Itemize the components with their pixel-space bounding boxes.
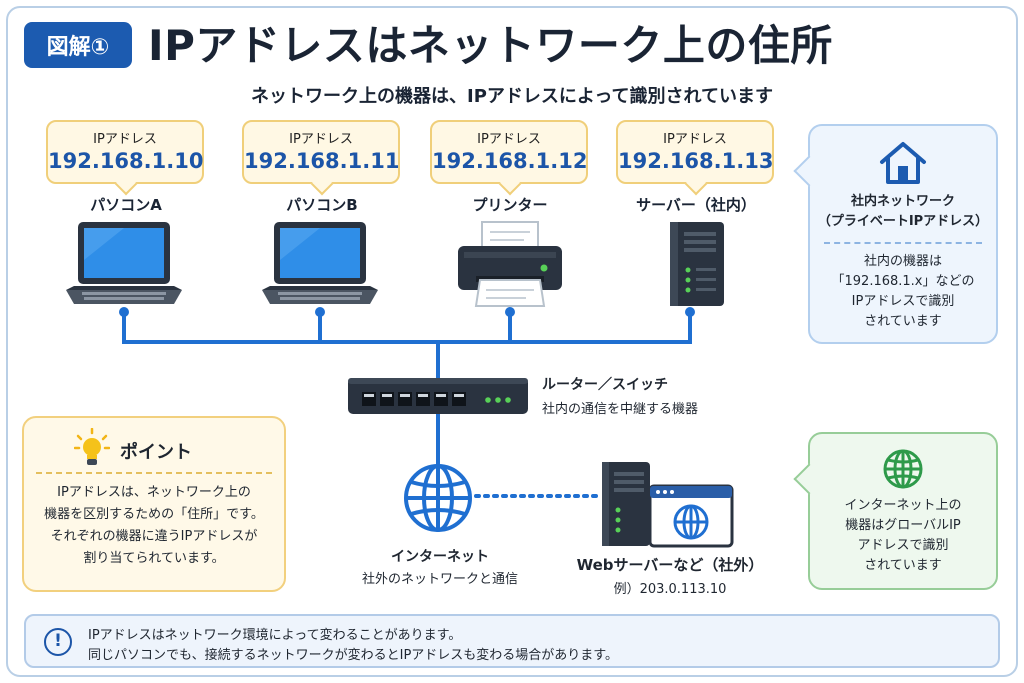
printer-icon xyxy=(458,221,562,307)
globe-icon xyxy=(883,449,923,489)
device-name-pc-a: パソコンA xyxy=(90,196,162,214)
web-server-label: Webサーバーなど（社外） xyxy=(576,556,764,574)
internet-description: 社外のネットワークと通信 xyxy=(361,572,518,587)
global-line: インターネット上の xyxy=(844,498,962,513)
page-subtitle: ネットワーク上の機器は、IPアドレスによって識別されています xyxy=(251,86,773,107)
lan-body-line: IPアドレスで識別 xyxy=(851,294,955,309)
lightbulb-icon xyxy=(74,428,110,465)
lan-panel-body: 社内の機器は 「192.168.1.x」などの IPアドレスで識別 されています xyxy=(810,252,996,332)
ip-label: IPアドレス xyxy=(289,132,353,147)
dashed-divider xyxy=(36,472,272,474)
note-box: ! IPアドレスはネットワーク環境によって変わることがあります。 同じパソコンで… xyxy=(24,614,1000,668)
web-server-icon xyxy=(602,462,734,548)
laptop-icon xyxy=(262,222,378,304)
ip-label: IPアドレス xyxy=(93,132,157,147)
point-line: 機器を区別するための「住所」です。 xyxy=(44,507,264,522)
device-name-printer: プリンター xyxy=(472,196,548,214)
point-title: ポイント xyxy=(120,442,192,463)
port-dot-pc-a xyxy=(119,307,129,317)
lan-panel-title: 社内ネットワーク （プライベートIPアドレス） xyxy=(810,192,996,232)
point-body: IPアドレスは、ネットワーク上の 機器を区別するための「住所」です。 それぞれの… xyxy=(24,482,284,570)
note-line: 同じパソコンでも、接続するネットワークが変わるとIPアドレスも変わる場合がありま… xyxy=(88,648,618,663)
lan-body-line: されています xyxy=(864,314,942,329)
dashed-divider xyxy=(824,242,982,244)
ip-value: 192.168.1.11 xyxy=(244,149,400,173)
exclamation-icon: ! xyxy=(44,628,72,656)
page-title: IPアドレスはネットワーク上の住所 xyxy=(148,21,833,70)
ip-value: 192.168.1.13 xyxy=(618,149,774,173)
laptop-icon xyxy=(66,222,182,304)
port-dot-printer xyxy=(505,307,515,317)
ip-value: 192.168.1.10 xyxy=(48,149,204,173)
lan-body-line: 社内の機器は xyxy=(863,254,942,269)
point-line: IPアドレスは、ネットワーク上の xyxy=(57,485,251,500)
global-panel-body: インターネット上の 機器はグローバルIP アドレスで識別 されています xyxy=(810,496,996,576)
router-description: 社内の通信を中継する機器 xyxy=(542,402,699,417)
router-switch-icon xyxy=(348,378,528,414)
lan-title-line: 社内ネットワーク xyxy=(850,194,955,209)
ip-value: 192.168.1.12 xyxy=(432,149,588,173)
global-line: 機器はグローバルIP xyxy=(845,518,961,533)
ip-callout-server: IPアドレス 192.168.1.13 xyxy=(616,120,774,184)
port-dot-server xyxy=(685,307,695,317)
lan-title-line: （プライベートIPアドレス） xyxy=(817,214,989,229)
device-name-pc-b: パソコンB xyxy=(286,196,358,214)
ip-label: IPアドレス xyxy=(477,132,541,147)
device-name-server: サーバー（社内） xyxy=(636,196,756,214)
point-line: それぞれの機器に違うIPアドレスが xyxy=(50,529,258,544)
internet-label: インターネット xyxy=(391,549,489,565)
lan-bus-line xyxy=(122,310,692,344)
router-label: ルーター／スイッチ xyxy=(542,377,668,393)
note-line: IPアドレスはネットワーク環境によって変わることがあります。 xyxy=(88,628,462,643)
global-line: されています xyxy=(864,558,942,573)
ip-callout-printer: IPアドレス 192.168.1.12 xyxy=(430,120,588,184)
global-ip-panel: インターネット上の 機器はグローバルIP アドレスで識別 されています xyxy=(808,432,998,590)
server-icon xyxy=(670,222,724,306)
house-icon xyxy=(880,142,926,184)
figure-badge: 図解① xyxy=(24,22,132,68)
web-server-example-ip: 例）203.0.113.10 xyxy=(613,582,727,597)
global-line: アドレスで識別 xyxy=(857,538,949,553)
port-dot-pc-b xyxy=(315,307,325,317)
point-line: 割り当てられています。 xyxy=(83,551,225,566)
ip-callout-pc-b: IPアドレス 192.168.1.11 xyxy=(242,120,400,184)
point-panel: ポイント IPアドレスは、ネットワーク上の 機器を区別するための「住所」です。 … xyxy=(22,416,286,592)
lan-info-panel: 社内ネットワーク （プライベートIPアドレス） 社内の機器は 「192.168.… xyxy=(808,124,998,344)
globe-icon xyxy=(404,464,472,532)
lan-body-line: 「192.168.1.x」などの xyxy=(831,274,975,289)
ip-callout-pc-a: IPアドレス 192.168.1.10 xyxy=(46,120,204,184)
ip-label: IPアドレス xyxy=(663,132,727,147)
